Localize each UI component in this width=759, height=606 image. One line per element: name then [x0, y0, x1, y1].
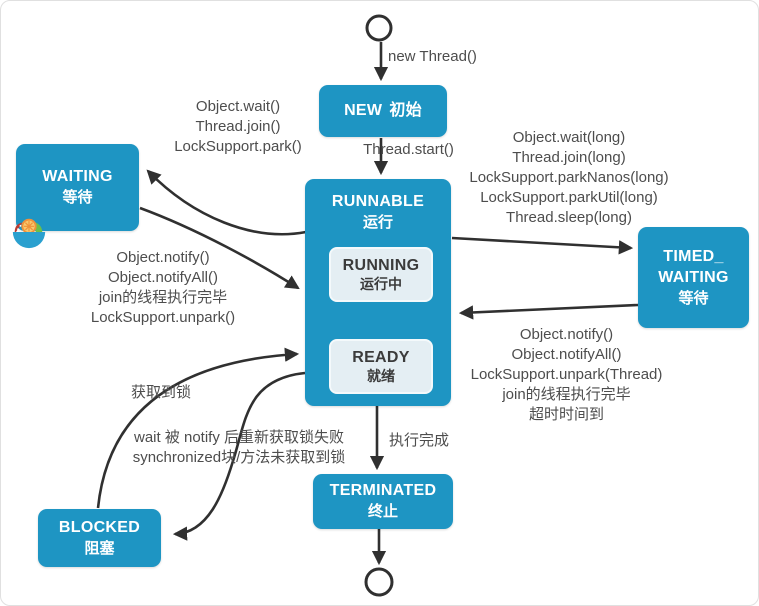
label-line: Object.notifyAll() [511, 346, 622, 363]
running-substate-node: RUNNING 运行中 [329, 247, 433, 302]
label-new-thread: new Thread() [388, 48, 477, 65]
state-label-zh: 就绪 [367, 367, 395, 384]
label-line: join的线程执行完毕 [98, 289, 228, 306]
label-from-waiting: Object.notify() Object.notifyAll() join的… [63, 248, 263, 328]
label-line: Object.wait() [195, 98, 281, 115]
state-label-en: WAITING [42, 168, 113, 186]
state-label-en: TERMINATED [329, 482, 437, 500]
state-label-en: BLOCKED [58, 518, 141, 536]
label-line: LockSupport.parkUtil(long) [480, 189, 658, 206]
edge-waiting-to-runnable [139, 206, 300, 290]
label-thread-start: Thread.start() [363, 141, 454, 158]
label-line: synchronized块/方法未获取到锁 [132, 449, 346, 466]
edge-runnable-to-timed-waiting [451, 236, 634, 255]
state-label-zh: 运行中 [360, 275, 402, 292]
timed-waiting-state-node: TIMED_ WAITING 等待 [638, 227, 749, 328]
label-line: LockSupport.unpark() [90, 309, 236, 326]
state-label-en: RUNNING [342, 256, 420, 274]
state-label-zh: 初始 [389, 101, 422, 119]
label-execution-complete: 执行完成 [389, 432, 450, 449]
label-line: 超时时间到 [528, 406, 604, 423]
label-to-timed-waiting: Object.wait(long) Thread.join(long) Lock… [449, 128, 689, 228]
label-from-timed-waiting: Object.notify() Object.notifyAll() LockS… [449, 325, 684, 425]
label-line: Object.notifyAll() [107, 269, 219, 286]
label-to-waiting: Object.wait() Thread.join() LockSupport.… [138, 97, 338, 157]
label-line: LockSupport.unpark(Thread) [470, 366, 663, 383]
end-circle [364, 567, 394, 597]
runnable-state-node: RUNNABLE 运行 RUNNING 运行中 READY 就绪 [305, 179, 451, 406]
state-label-en-line1: TIMED_ [663, 247, 724, 265]
state-label-zh: 等待 [62, 189, 93, 207]
label-line: LockSupport.parkNanos(long) [469, 169, 669, 186]
label-line: Thread.sleep(long) [506, 209, 632, 226]
ready-substate-node: READY 就绪 [329, 339, 433, 394]
waiting-state-node: WAITING 等待 [16, 144, 139, 231]
label-acquire-lock: 获取到锁 [131, 384, 192, 401]
label-line: wait 被 notify 后重新获取锁失败 [133, 429, 345, 446]
edge-runnable-to-blocked [172, 371, 306, 541]
label-line: Thread.join(long) [512, 149, 626, 166]
start-circle [365, 14, 393, 42]
fruit-bowl-icon [12, 218, 46, 249]
edge-runnable-to-waiting [146, 169, 307, 236]
edge-timed-waiting-to-runnable [458, 303, 639, 320]
state-label-en-line2: WAITING [658, 268, 729, 286]
label-line: Object.notify() [116, 249, 210, 266]
state-label-zh: 等待 [678, 289, 709, 307]
label-line: Object.notify() [519, 326, 614, 343]
state-label-zh: 阻塞 [84, 539, 115, 557]
edge-blocked-to-runnable [96, 347, 300, 509]
label-line: Object.wait(long) [512, 129, 626, 146]
label-line: join的线程执行完毕 [502, 386, 631, 403]
terminated-state-node: TERMINATED 终止 [313, 474, 453, 529]
label-line: LockSupport.park() [174, 138, 302, 155]
label-line: Thread.join() [195, 118, 281, 135]
blocked-state-node: BLOCKED 阻塞 [38, 509, 161, 567]
state-label-zh: 运行 [362, 213, 393, 231]
label-to-blocked: wait 被 notify 后重新获取锁失败 synchronized块/方法未… [113, 428, 365, 468]
state-label-en: NEW [344, 101, 383, 119]
state-label-en: RUNNABLE [331, 193, 425, 210]
state-label-en: READY [352, 348, 410, 366]
runnable-title: RUNNABLE 运行 [305, 191, 451, 233]
new-state-node: NEW 初始 [319, 85, 447, 137]
state-label-zh: 终止 [367, 503, 398, 521]
